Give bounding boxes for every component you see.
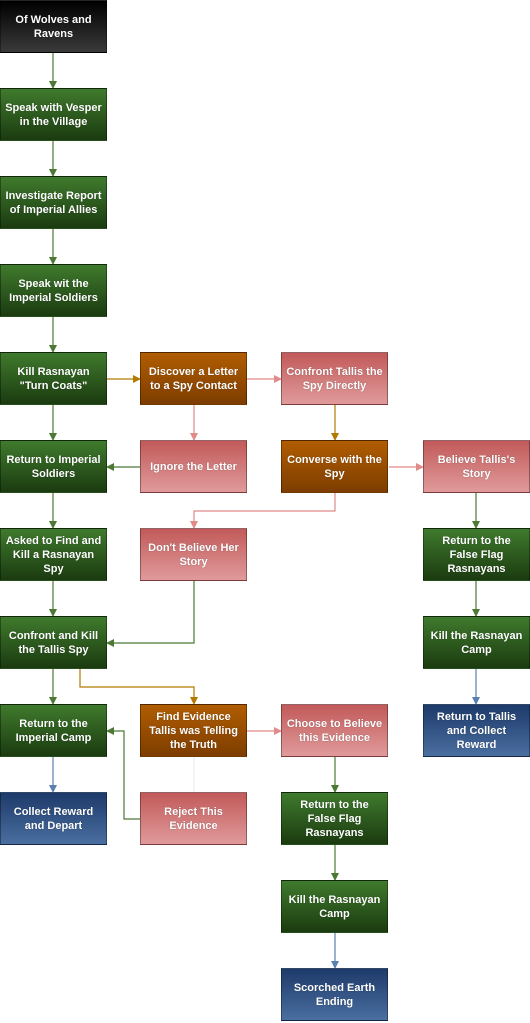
node-ignore-letter[interactable]: Ignore the Letter <box>140 440 247 493</box>
node-return-false-flag-mid[interactable]: Return to the False Flag Rasnayans <box>281 792 388 845</box>
node-return-imperial-camp[interactable]: Return to the Imperial Camp <box>0 704 107 757</box>
node-return-tallis-reward[interactable]: Return to Tallis and Collect Reward <box>423 704 530 757</box>
node-confront-tallis-directly[interactable]: Confront Tallis the Spy Directly <box>281 352 388 405</box>
node-scorched-earth-ending[interactable]: Scorched Earth Ending <box>281 968 388 1021</box>
node-find-evidence[interactable]: Find Evidence Tallis was Telling the Tru… <box>140 704 247 757</box>
node-asked-find-spy[interactable]: Asked to Find and Kill a Rasnayan Spy <box>0 528 107 581</box>
node-converse-with-spy[interactable]: Converse with the Spy <box>281 440 388 493</box>
node-of-wolves-and-ravens[interactable]: Of Wolves and Ravens <box>0 0 107 53</box>
node-investigate-report[interactable]: Investigate Report of Imperial Allies <box>0 176 107 229</box>
edge-reject-to-camp <box>106 727 140 820</box>
node-confront-kill-spy[interactable]: Confront and Kill the Tallis Spy <box>0 616 107 669</box>
node-dont-believe-story[interactable]: Don't Believe Her Story <box>140 528 247 581</box>
node-return-imperial-soldiers[interactable]: Return to Imperial Soldiers <box>0 440 107 493</box>
edge-converse-to-dont-believe <box>190 493 336 529</box>
node-speak-with-vesper[interactable]: Speak with Vesper in the Village <box>0 88 107 141</box>
edge-dont-believe-to-confront-kill <box>106 581 195 647</box>
node-kill-turn-coats[interactable]: Kill Rasnayan "Turn Coats" <box>0 352 107 405</box>
node-believe-tallis-story[interactable]: Believe Tallis's Story <box>423 440 530 493</box>
edge-confront-kill-to-evidence <box>79 669 198 705</box>
node-reject-evidence[interactable]: Reject This Evidence <box>140 792 247 845</box>
node-kill-rasnayan-camp-mid[interactable]: Kill the Rasnayan Camp <box>281 880 388 933</box>
node-return-false-flag-right[interactable]: Return to the False Flag Rasnayans <box>423 528 530 581</box>
node-discover-letter[interactable]: Discover a Letter to a Spy Contact <box>140 352 247 405</box>
node-kill-rasnayan-camp-right[interactable]: Kill the Rasnayan Camp <box>423 616 530 669</box>
node-collect-reward-depart[interactable]: Collect Reward and Depart <box>0 792 107 845</box>
node-choose-believe-evidence[interactable]: Choose to Believe this Evidence <box>281 704 388 757</box>
node-speak-imperial-soldiers[interactable]: Speak wit the Imperial Soldiers <box>0 264 107 317</box>
